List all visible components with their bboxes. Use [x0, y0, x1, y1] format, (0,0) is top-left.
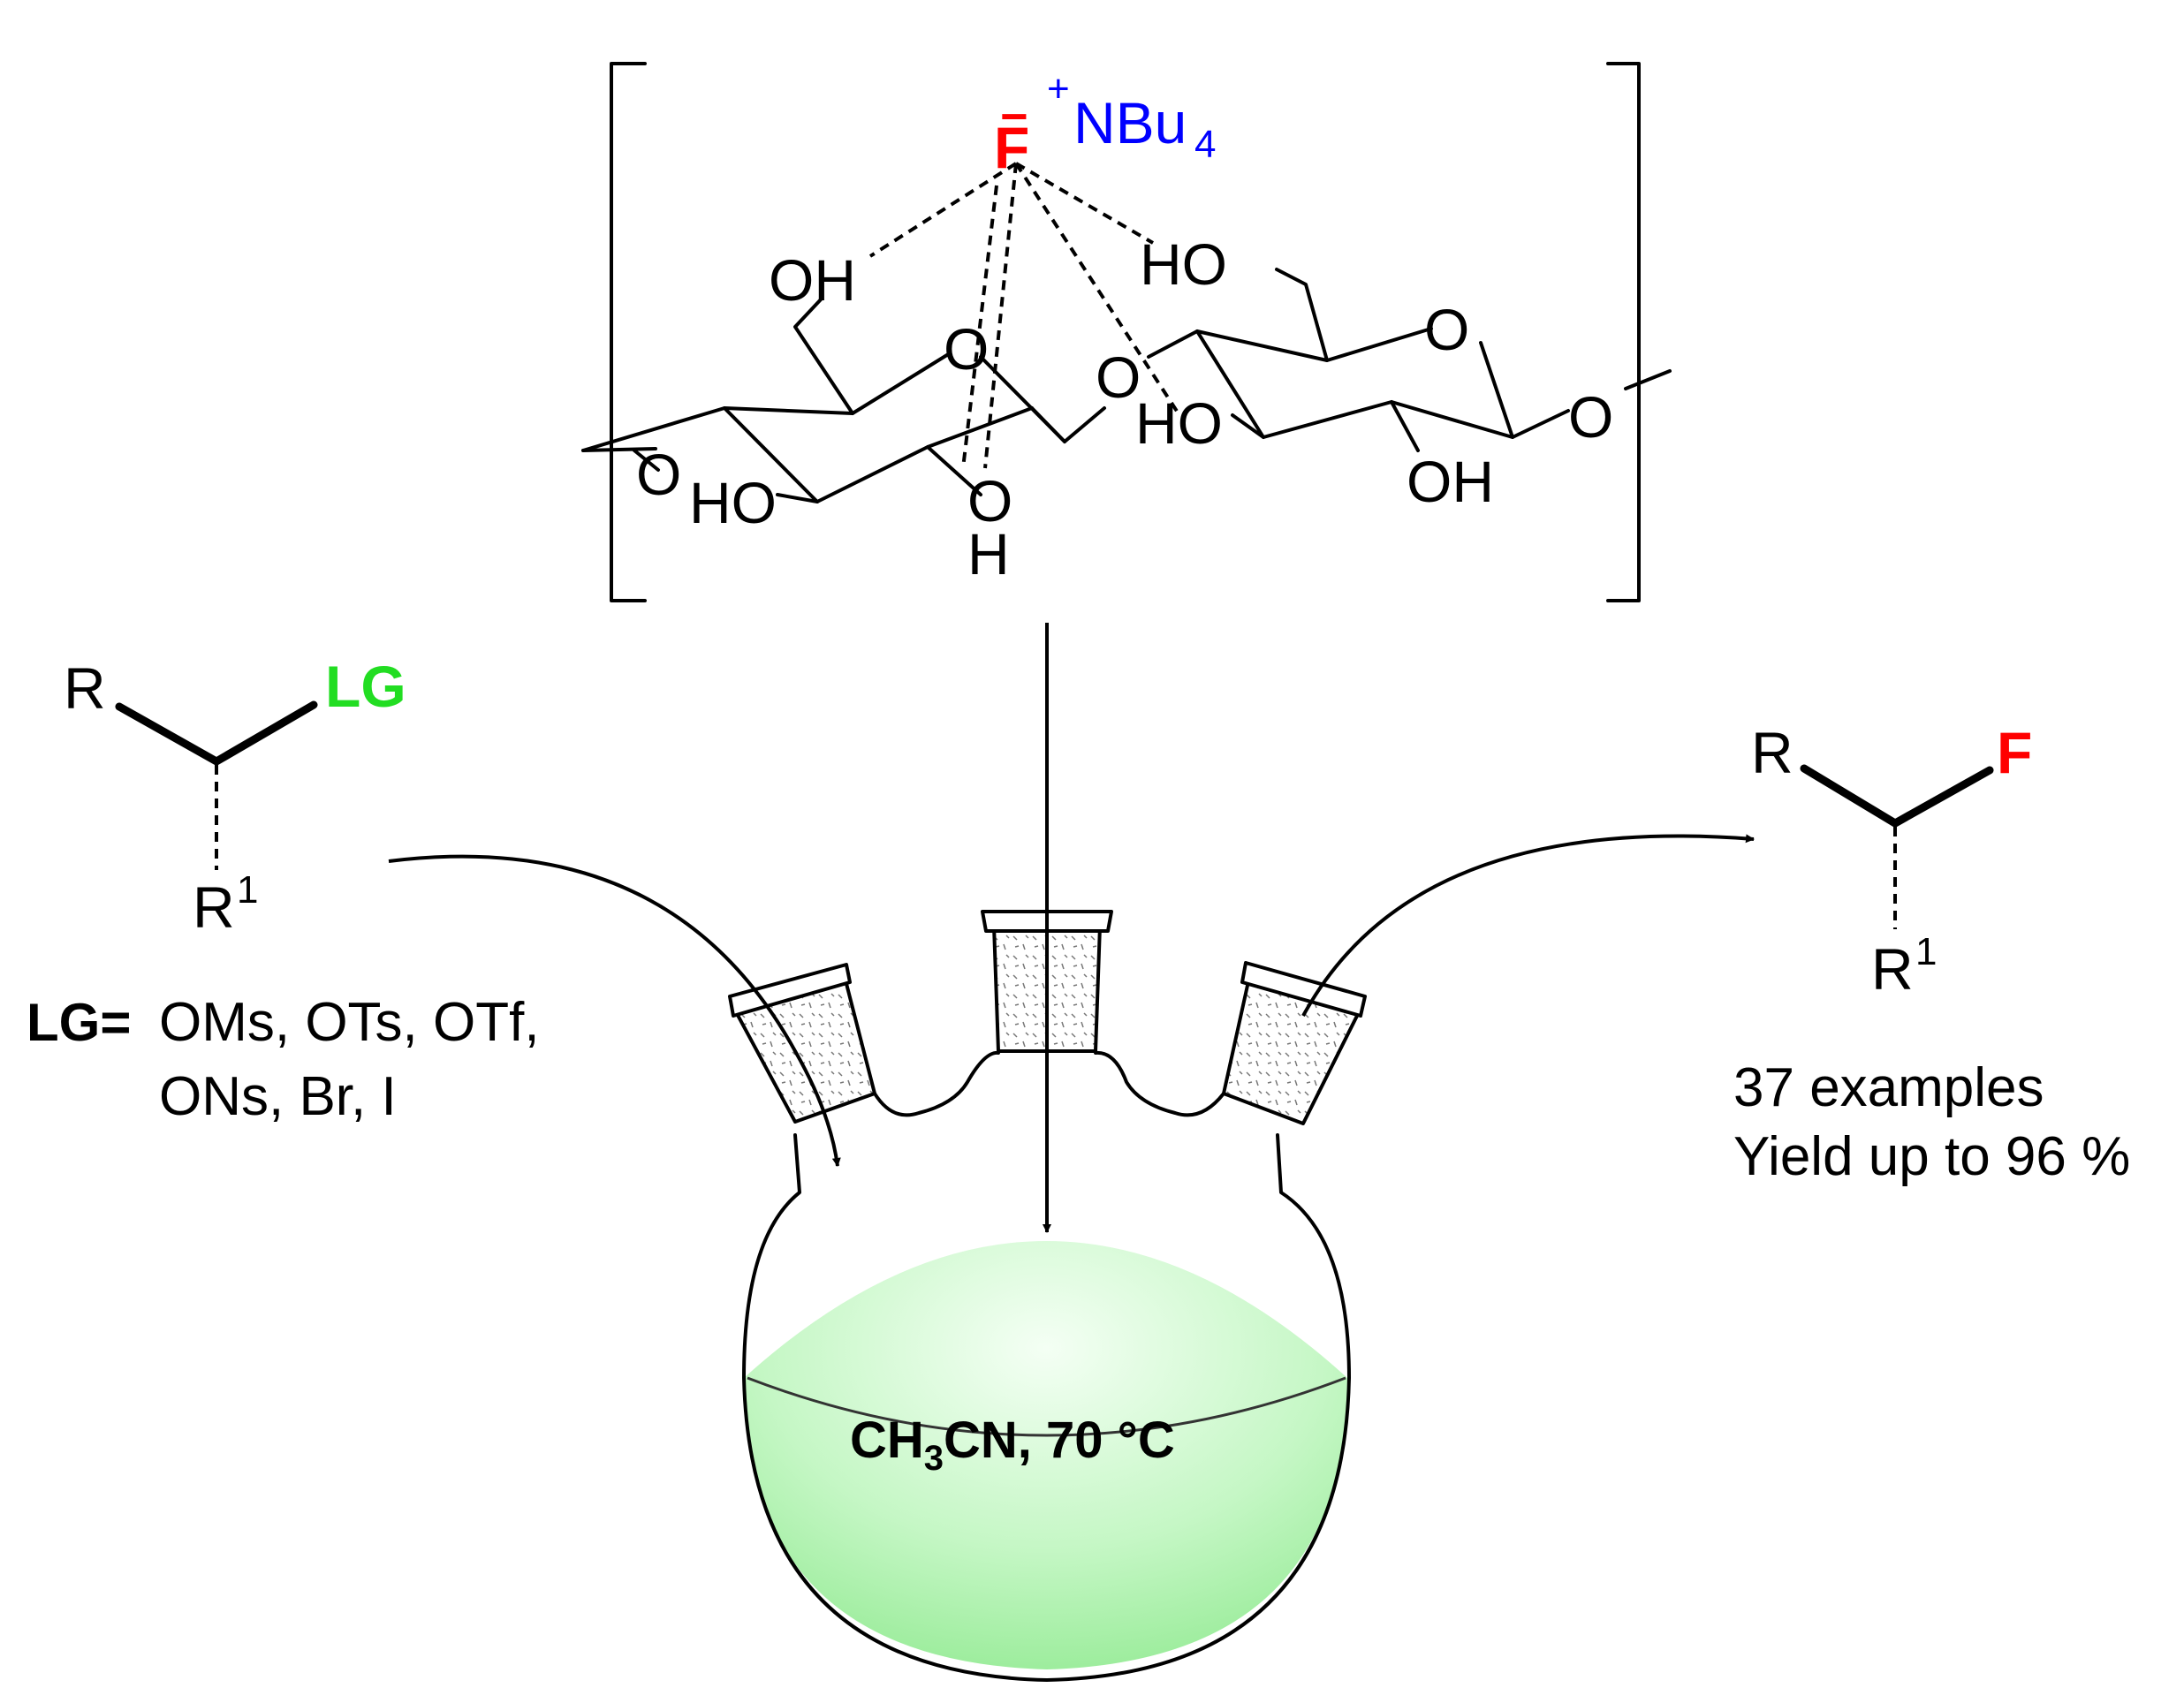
cation-subscript: 4: [1194, 123, 1216, 166]
yield-text: Yield up to 96 %: [1733, 1126, 2130, 1187]
product-fluorine: F: [1997, 720, 2032, 785]
glycosidic-oxygen-right: O: [1568, 384, 1613, 450]
reactant-leaving-group: LG: [325, 654, 406, 719]
hydroxyl-c6-left: OH: [769, 247, 856, 313]
product-r1-superscript: 1: [1915, 930, 1937, 973]
hydroxyl-c2-right: OH: [1407, 449, 1494, 514]
reactant-r1-superscript: 1: [237, 868, 258, 912]
reactant-r1: R: [193, 874, 235, 940]
hydroxyl-c3-left: HO: [689, 470, 777, 535]
glucose-ring-left: [581, 297, 1106, 503]
glycosidic-oxygen-left: O: [636, 442, 681, 507]
hydroxyl-c3-right: HO: [1135, 390, 1223, 456]
solvent-prefix: CH: [850, 1412, 924, 1469]
hydrogen-bond-dashes: [868, 162, 1181, 469]
examples-count: 37 examples: [1733, 1057, 2044, 1118]
fluoride-charge: −: [1000, 90, 1028, 143]
product-r: R: [1751, 720, 1793, 785]
solvent-suffix: CN, 70 °C: [944, 1412, 1175, 1469]
glycosidic-oxygen-middle: O: [1096, 344, 1141, 410]
substrate-addition-arrow: [388, 854, 841, 1167]
flask-right-neck: [1222, 961, 1367, 1125]
reactant-structure: R LG R 1: [64, 654, 406, 940]
hydroxyl-c6-right: HO: [1140, 231, 1227, 297]
product-formation-arrow: [1301, 834, 1755, 1017]
product-r1: R: [1871, 936, 1914, 1002]
cellulose-tbaf-complex: F − + NBu 4 OH O O O HO O H HO O HO OH O: [581, 62, 1672, 602]
leaving-group-label: LG=: [27, 993, 131, 1052]
leaving-group-list: LG= OMs, OTs, OTf, ONs, Br, I: [27, 992, 540, 1127]
hydroxyl-c2-oxygen: O: [967, 468, 1012, 534]
hydroxyl-c2-hydrogen: H: [967, 521, 1010, 587]
arrows: [388, 623, 1755, 1233]
liquid-surface: [747, 1376, 1346, 1437]
cation-charge: +: [1047, 67, 1070, 110]
reactant-r: R: [64, 655, 106, 721]
glucose-ring-right: [1147, 268, 1672, 452]
fluoride-anion: F: [994, 115, 1029, 180]
flask-outline: [742, 1133, 1351, 1682]
reaction-solution: [744, 1241, 1347, 1669]
leaving-group-line-1: OMs, OTs, OTf,: [159, 992, 540, 1053]
solvent-subscript: 3: [924, 1439, 944, 1478]
left-bracket: [610, 62, 647, 602]
right-bracket: [1606, 62, 1641, 602]
flask-shoulders: [873, 1050, 1225, 1117]
ring-oxygen-left: O: [944, 316, 989, 382]
tetrabutylammonium-cation: NBu: [1073, 90, 1187, 155]
results: 37 examples Yield up to 96 %: [1733, 1057, 2130, 1187]
reaction-conditions: CH3CN, 70 °C: [850, 1412, 1175, 1478]
ring-oxygen-right: O: [1424, 297, 1469, 362]
product-structure: R F R 1: [1751, 720, 2032, 1002]
leaving-group-line-2: ONs, Br, I: [159, 1066, 397, 1127]
